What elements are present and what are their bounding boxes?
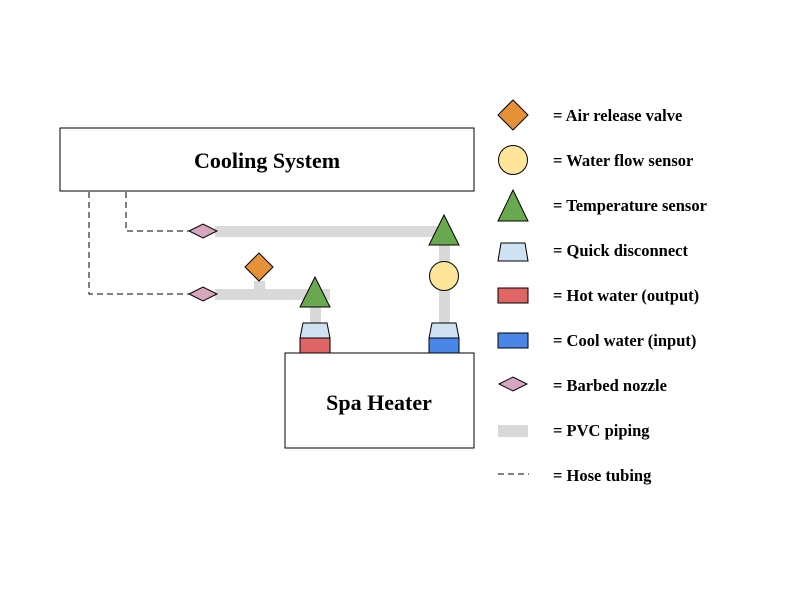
legend-item: = Air release valve [497, 99, 682, 131]
cooling-system-label: Cooling System [194, 148, 340, 173]
legend-item: = Temperature sensor [497, 188, 707, 222]
hose-tubing [88, 192, 191, 295]
temperature-sensor-icon [299, 275, 331, 308]
legend-item: = Hose tubing [498, 466, 652, 485]
rect-blue-icon [497, 332, 529, 349]
legend-item: = Barbed nozzle [497, 376, 667, 395]
circle-yellow-icon [498, 145, 528, 175]
legend-label: = Barbed nozzle [553, 376, 667, 395]
legend: = Air release valve = Water flow sensor … [497, 99, 707, 485]
hot-water-output-icon [299, 337, 331, 354]
legend-item: = PVC piping [498, 421, 650, 440]
spa-heater-label: Spa Heater [326, 390, 432, 415]
trapezoid-lightblue-icon [497, 242, 529, 262]
legend-item: = Water flow sensor [498, 145, 693, 175]
quick-disconnect-icon [299, 322, 331, 339]
triangle-green-icon [497, 188, 529, 222]
legend-label: = Cool water (input) [553, 331, 696, 350]
bar-gray-icon [498, 425, 528, 437]
legend-label: = Hot water (output) [553, 286, 699, 305]
pvc-pipe-lower-horizontal [215, 289, 330, 300]
cool-water-input-icon [428, 337, 460, 354]
barbed-nozzle-icon [187, 223, 219, 239]
pvc-pipe-right-vertical-bottom [439, 289, 450, 323]
diamond-pink-icon [497, 376, 529, 392]
temperature-sensor-icon [428, 213, 460, 246]
hose-tubing-lower [88, 192, 191, 295]
rect-red-icon [497, 287, 529, 304]
legend-item: = Cool water (input) [497, 331, 696, 350]
cooling-system-box: Cooling System [59, 127, 475, 192]
legend-label: = Water flow sensor [553, 151, 693, 170]
pvc-pipe-upper-horizontal [215, 226, 451, 237]
pvc-piping [215, 226, 451, 323]
pvc-pipe-valve-stub [254, 281, 265, 291]
pvc-pipe-right-vertical-top [439, 245, 450, 263]
water-flow-sensor-icon [429, 261, 459, 291]
legend-label: = Temperature sensor [553, 196, 707, 215]
hose-tubing-upper [125, 192, 191, 232]
legend-label: = Quick disconnect [553, 241, 689, 260]
legend-item: = Quick disconnect [497, 241, 689, 262]
legend-label: = Air release valve [553, 106, 682, 125]
legend-label: = Hose tubing [553, 466, 652, 485]
quick-disconnect-icon [428, 322, 460, 339]
barbed-nozzle-icon [187, 286, 219, 302]
pvc-pipe-left-vertical [310, 305, 321, 323]
legend-label: = PVC piping [553, 421, 650, 440]
diamond-orange-icon [497, 99, 529, 131]
spa-heater-box: Spa Heater [284, 352, 475, 449]
legend-item: = Hot water (output) [497, 286, 699, 305]
air-release-valve-icon [244, 252, 274, 282]
